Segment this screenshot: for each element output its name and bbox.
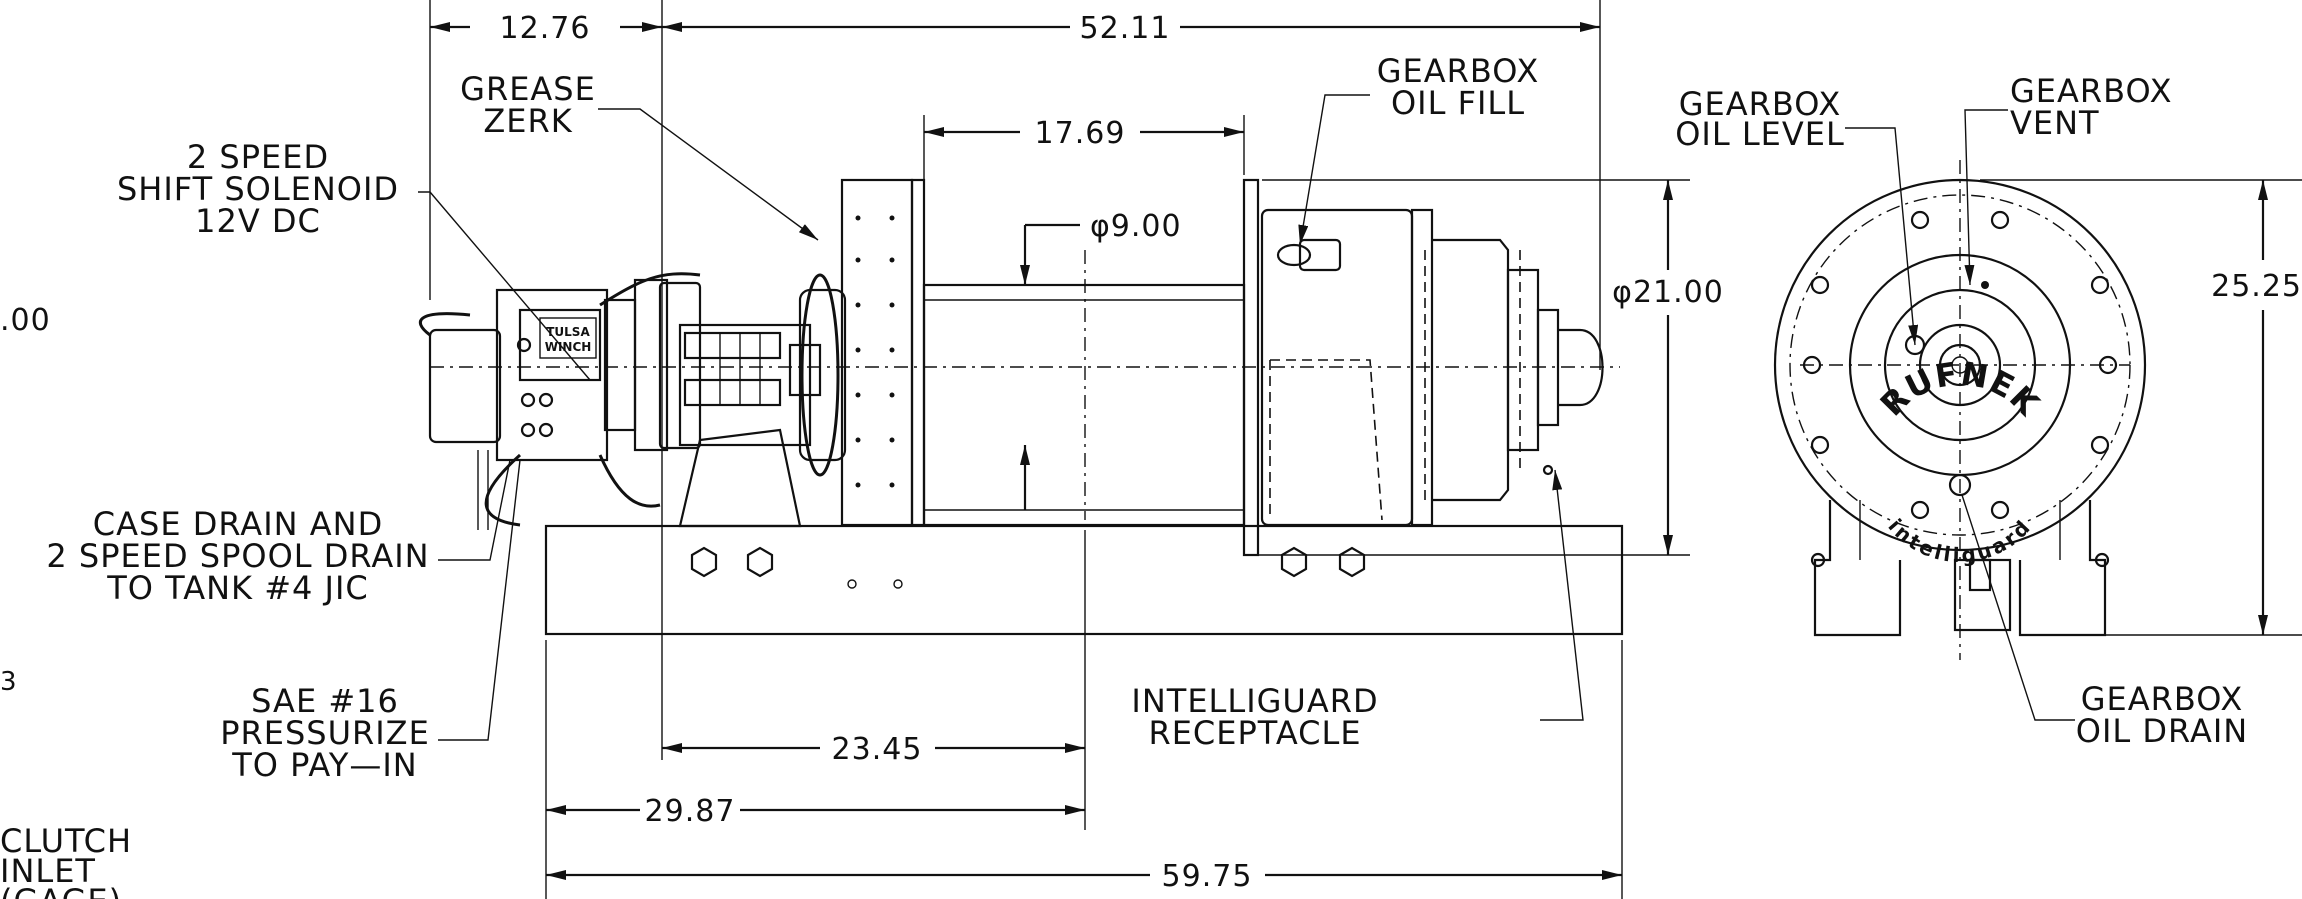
gearbox-oil-drain-label-line1: GEARBOX (2081, 680, 2244, 718)
dimension-mount-b: 29.87 (645, 794, 736, 829)
gearbox-oil-fill-label-line1: GEARBOX (1377, 52, 1540, 90)
intelliguard-receptacle-label-line2: RECEPTACLE (1148, 714, 1361, 752)
grease-zerk-label-line1: GREASE (460, 70, 596, 108)
mounting-bolt-icon (690, 546, 1366, 589)
callout-labels: GREASE ZERK 2 SPEED SHIFT SOLENOID 12V D… (0, 52, 2248, 899)
dimension-drum-width: 17.69 (1035, 116, 1126, 151)
tulsa-winch-nameplate: TULSA WINCH (539, 317, 597, 359)
shift-solenoid-label-line3: 12V DC (195, 202, 321, 240)
dimension-drum-diameter: φ9.00 (1090, 209, 1182, 244)
svg-text:TULSA: TULSA (546, 325, 590, 339)
svg-text:WINCH: WINCH (545, 340, 592, 354)
leader-lines (418, 94, 2075, 741)
dimension-mount-a: 23.45 (832, 732, 923, 767)
grease-zerk-label-line2: ZERK (483, 102, 572, 140)
case-drain-label-line1: CASE DRAIN AND (93, 505, 383, 543)
flange-bolt-icon (1802, 210, 2118, 520)
winch-base (544, 428, 1624, 636)
gearbox-vent-label-line1: GEARBOX (2010, 72, 2173, 110)
case-drain-label-line2: 2 SPEED SPOOL DRAIN (46, 537, 429, 575)
drum-flange-dots (855, 215, 895, 488)
dimension-side-height: 25.25 (2211, 269, 2302, 304)
dimension-top-overall: 52.11 (1080, 11, 1171, 46)
pressurize-label-line3: TO PAY—IN (231, 746, 417, 784)
gearbox-vent-label-line2: VENT (2010, 104, 2100, 142)
hydraulic-motor: TULSA WINCH (418, 272, 701, 530)
clutch-inlet-label-line2: INLET (0, 852, 96, 890)
gearbox-oil-fill-label-line2: OIL FILL (1391, 84, 1525, 122)
clutch-inlet-label-line3: (GAGE) (0, 882, 122, 899)
left-partial-small-text: 3 (0, 667, 17, 697)
brake-housing (658, 273, 847, 477)
dimension-values: 12.76 52.11 17.69 φ9.00 φ21.00 25.25 23.… (500, 11, 2302, 894)
clutch-inlet-label-line1: CLUTCH (0, 822, 132, 860)
case-drain-label-line3: TO TANK #4 JIC (106, 569, 369, 607)
shift-solenoid-label-line2: SHIFT SOLENOID (117, 170, 399, 208)
dimension-base-length: 59.75 (1162, 859, 1253, 894)
dimension-lines (429, 0, 2302, 899)
intelliguard-receptacle-label-line1: INTELLIGUARD (1131, 682, 1378, 720)
left-partial-dimension: .00 (0, 303, 51, 338)
shift-solenoid-label-line1: 2 SPEED (187, 138, 329, 176)
gearbox-oil-drain-label-line2: OIL DRAIN (2076, 712, 2248, 750)
dimension-top-left: 12.76 (500, 11, 591, 46)
gearbox-oil-level-label-line2: OIL LEVEL (1675, 115, 1845, 153)
dimension-flange-diameter: φ21.00 (1612, 275, 1724, 310)
pressurize-label-line1: SAE #16 (251, 682, 399, 720)
gearbox-oil-level-label-line1: GEARBOX (1679, 85, 1842, 123)
center-lines (430, 160, 2130, 660)
pressurize-label-line2: PRESSURIZE (220, 714, 430, 752)
winch-drum (840, 178, 1260, 557)
